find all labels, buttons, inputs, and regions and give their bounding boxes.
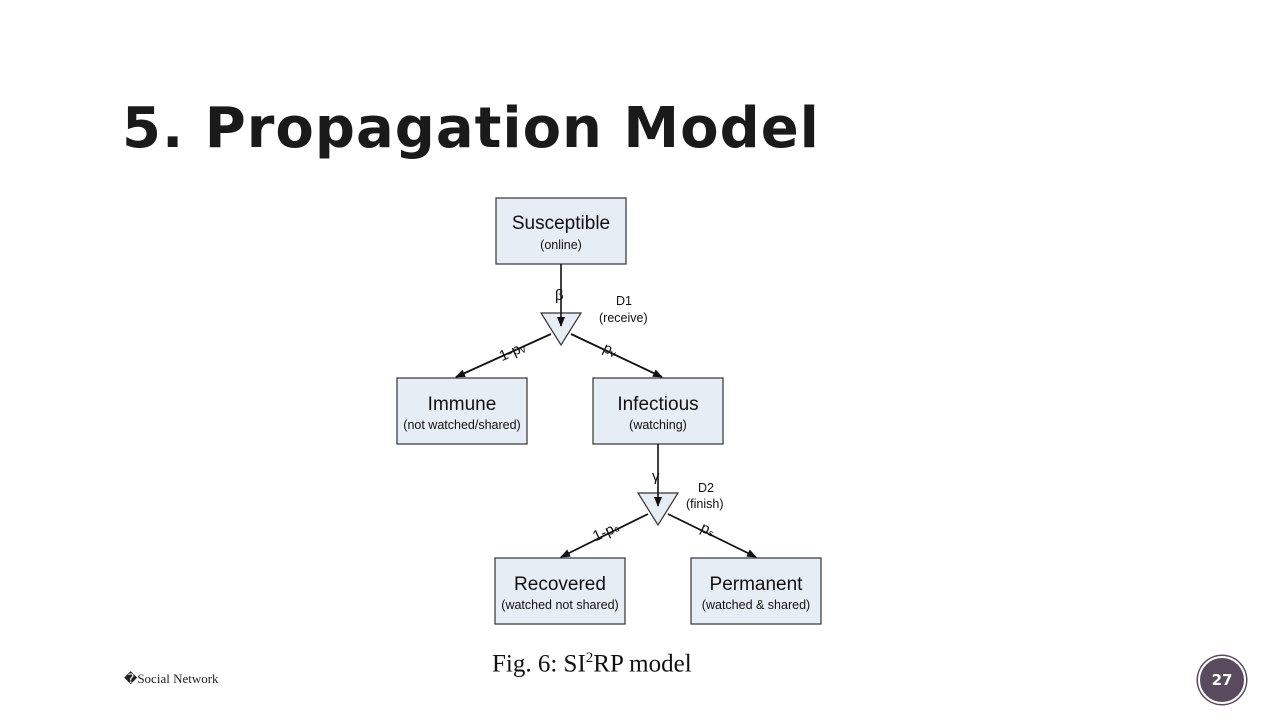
figure-caption-suffix: RP model bbox=[593, 650, 692, 678]
slide-footer: �Social Network bbox=[124, 671, 219, 686]
node-recovered-title: Recovered bbox=[514, 574, 606, 595]
node-immune-sub: (not watched/shared) bbox=[403, 418, 520, 432]
node-susceptible: Susceptible (online) bbox=[495, 197, 627, 265]
page-number-badge: 27 bbox=[1198, 656, 1246, 704]
node-immune-title: Immune bbox=[428, 394, 497, 415]
node-permanent: Permanent (watched & shared) bbox=[690, 557, 822, 625]
node-immune: Immune (not watched/shared) bbox=[396, 377, 528, 445]
figure-caption-sup: 2 bbox=[585, 650, 594, 666]
decision-d2-name: D2 bbox=[698, 481, 714, 495]
decision-d2-desc: (finish) bbox=[686, 497, 724, 511]
edge-label-1-pv: 1-pᵥ bbox=[497, 339, 528, 365]
figure-caption-prefix: Fig. 6: SI bbox=[492, 650, 586, 678]
decision-d1-desc: (receive) bbox=[599, 311, 648, 325]
node-recovered: Recovered (watched not shared) bbox=[494, 557, 626, 625]
edge-label-ps: pₛ bbox=[698, 519, 718, 540]
edge-label-pv: pᵥ bbox=[600, 339, 619, 360]
node-susceptible-sub: (online) bbox=[540, 238, 582, 252]
edge-d1-infectious bbox=[570, 333, 663, 378]
decision-d1-name: D1 bbox=[616, 294, 632, 308]
edge-d2-recovered bbox=[560, 513, 649, 558]
node-permanent-sub: (watched & shared) bbox=[702, 598, 810, 612]
node-permanent-title: Permanent bbox=[710, 574, 804, 595]
edge-label-1-ps: 1-pₛ bbox=[590, 519, 622, 546]
slide-title: 5. Propagation Model bbox=[122, 96, 820, 161]
edge-d1-immune bbox=[455, 333, 552, 378]
figure-caption: Fig. 6: SI2RP model bbox=[492, 650, 692, 678]
node-susceptible-title: Susceptible bbox=[512, 213, 610, 234]
node-recovered-sub: (watched not shared) bbox=[501, 598, 618, 612]
node-infectious-title: Infectious bbox=[617, 394, 698, 415]
edge-label-gamma: γ bbox=[652, 468, 660, 485]
node-infectious-sub: (watching) bbox=[629, 418, 687, 432]
node-infectious: Infectious (watching) bbox=[592, 377, 724, 445]
edge-d2-permanent bbox=[667, 513, 757, 558]
edge-label-beta: β bbox=[555, 287, 564, 304]
